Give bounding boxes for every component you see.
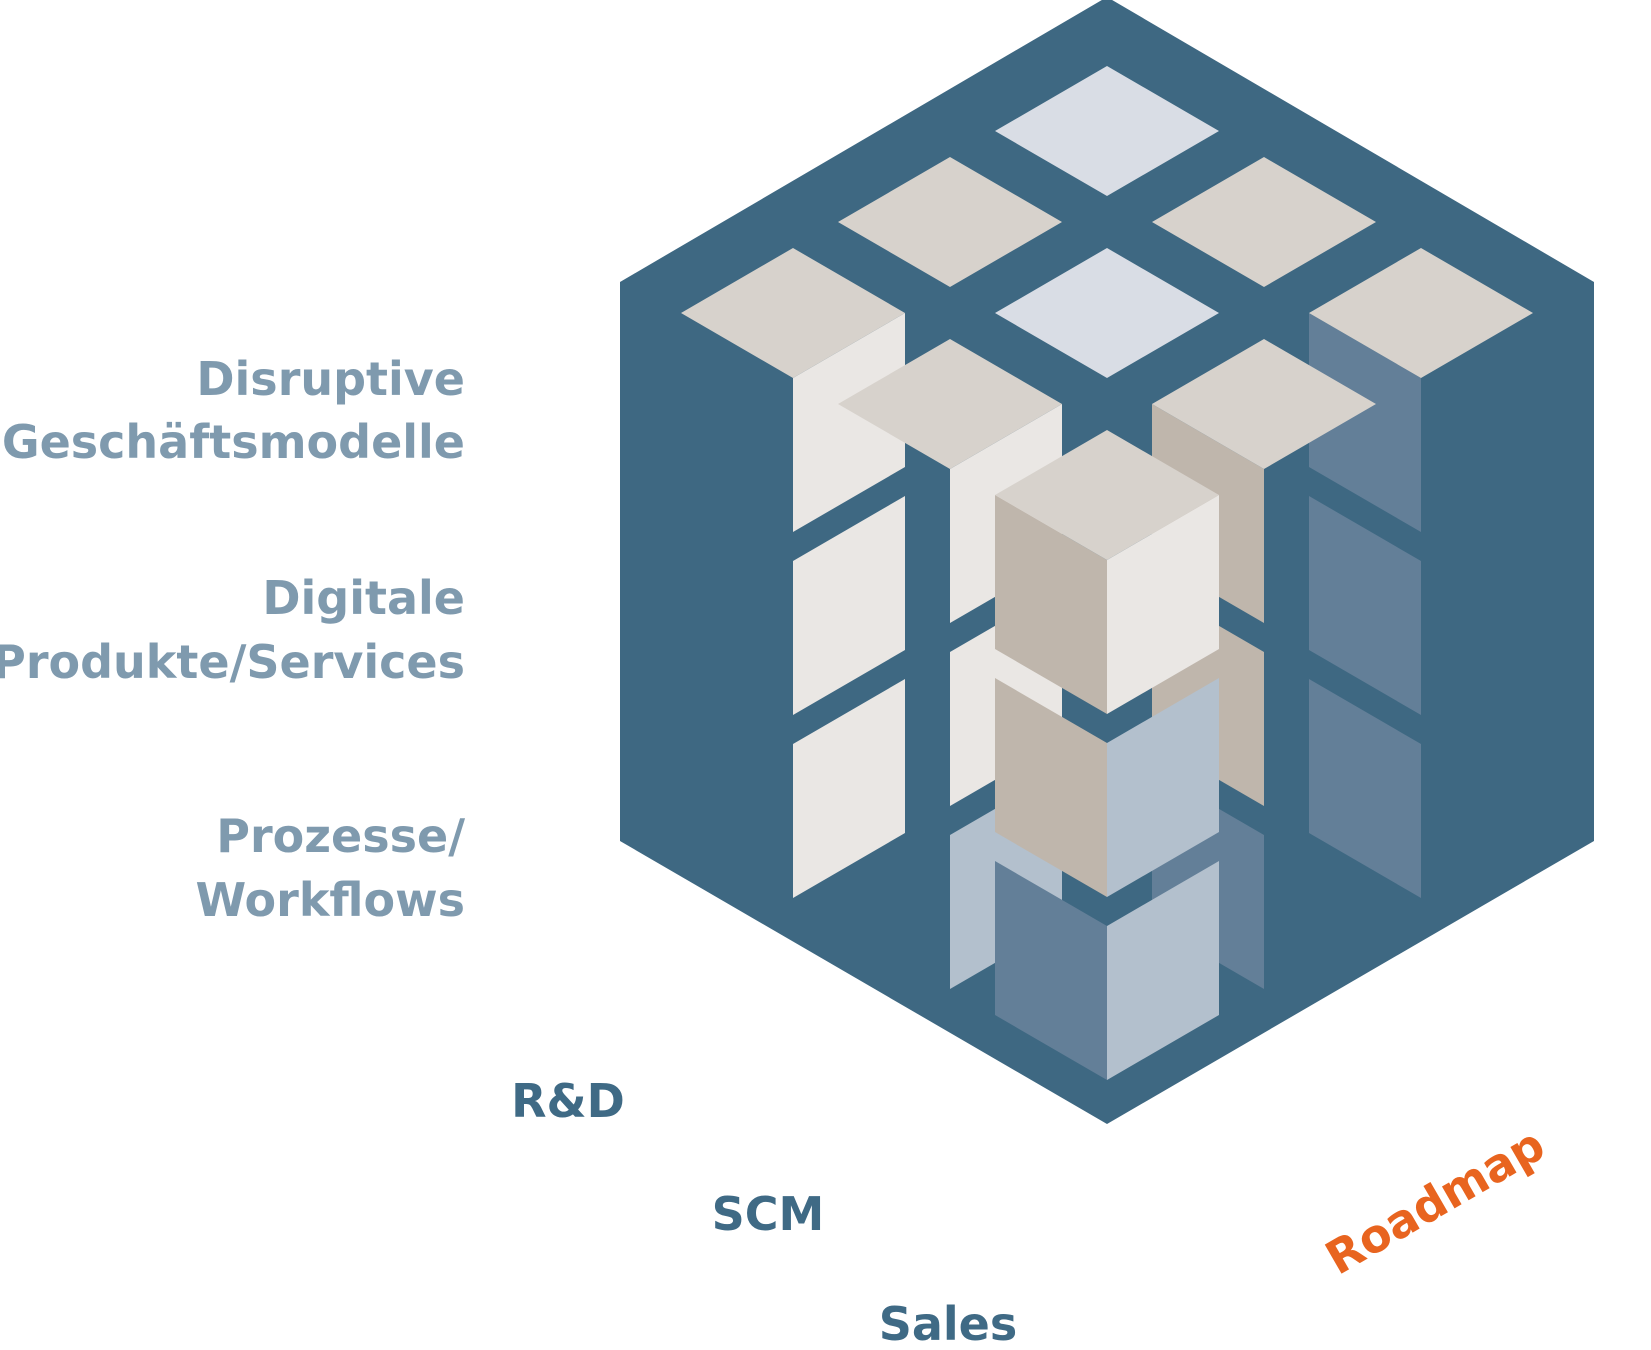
row-label-disruptive-line1: Disruptive [196, 352, 465, 406]
block-0-1-2-top-face [838, 339, 1062, 469]
row-label-process-line2: Workflows [195, 873, 465, 927]
block-0-0-2-right-face [1107, 495, 1219, 714]
block-2-0-1-left-face [1309, 496, 1421, 715]
block-0-0-1-left-face [995, 678, 1107, 897]
block-0-0-2-left-face [995, 495, 1107, 714]
column-label-rd: R&D [511, 1074, 625, 1128]
block-1-1-2-top-face [995, 248, 1219, 378]
row-label-disruptive-line2: Geschäftsmodelle [2, 415, 465, 469]
block-2-0-0-left-face [1309, 679, 1421, 898]
block-0-0-0-left-face [995, 861, 1107, 1080]
block-0-0-2-top-face [995, 430, 1219, 560]
block-2-0-2-left-face [1309, 313, 1421, 532]
block-1-2-2-top-face [838, 157, 1062, 287]
row-label-digital-line2: Produkte/Services [0, 635, 465, 689]
block-0-2-0-right-face [793, 679, 905, 898]
block-0-2-2-right-face [793, 313, 905, 532]
block-0-2-2-top-face [681, 248, 905, 378]
column-label-sales: Sales [879, 1297, 1018, 1345]
block-2-1-2-top-face [1152, 157, 1376, 287]
row-label-process-line1: Prozesse/ [216, 809, 465, 863]
row-label-digital-line1: Digitale [262, 571, 465, 625]
cube-blocks [620, 0, 1594, 1124]
axis-label-roadmap: Roadmap [1316, 1117, 1553, 1285]
block-0-0-0-right-face [1107, 861, 1219, 1080]
block-2-0-2-top-face [1309, 248, 1533, 378]
block-1-0-2-top-face [1152, 339, 1376, 469]
block-0-2-1-right-face [793, 496, 905, 715]
block-2-2-2-top-face [995, 66, 1219, 196]
block-0-0-1-right-face [1107, 678, 1219, 897]
column-label-scm: SCM [712, 1187, 825, 1241]
